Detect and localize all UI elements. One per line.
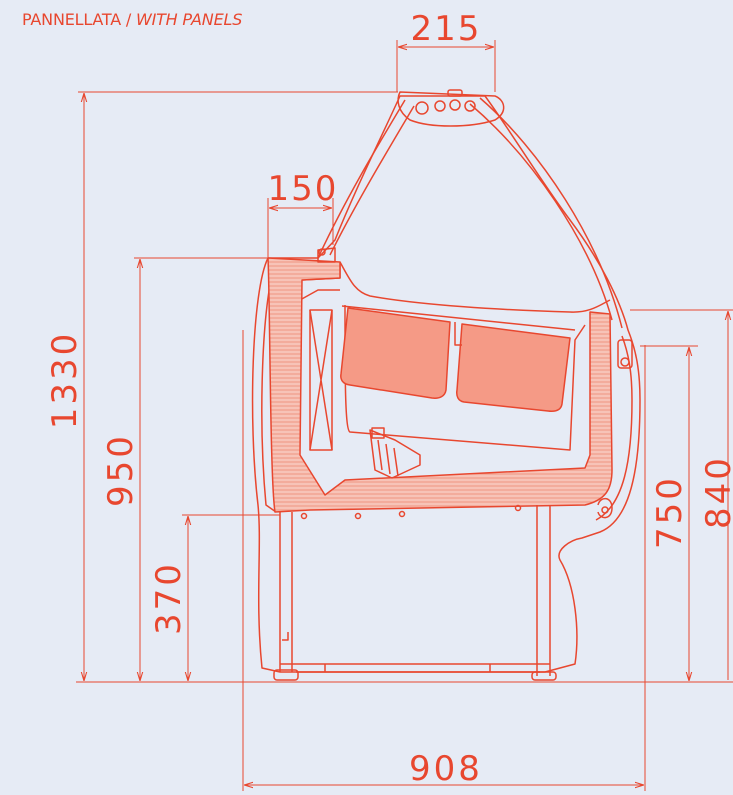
- label-side-height: 840: [699, 455, 733, 529]
- caption-english: WITH PANELS: [135, 10, 243, 29]
- front-glass: [317, 99, 415, 259]
- case-outer-panel: [251, 95, 641, 673]
- dimension-rear-height: [640, 345, 698, 680]
- dimension-side-height: [630, 309, 733, 680]
- evaporator: [309, 309, 333, 451]
- rear-fitting: [597, 339, 633, 519]
- dimension-counter-height: [134, 257, 268, 680]
- label-rear-height: 750: [650, 475, 690, 549]
- caption-italian: PANNELLATA: [22, 10, 121, 29]
- drawing-caption: PANNELLATA / WITH PANELS: [22, 10, 242, 29]
- caption-separator: /: [121, 10, 136, 29]
- label-canopy-width: 150: [268, 169, 339, 209]
- canopy-header: [397, 91, 505, 127]
- dimension-total-height: [78, 91, 398, 680]
- dimension-total-depth: [242, 330, 646, 791]
- dimension-top-width: [396, 40, 496, 92]
- label-total-height: 1330: [45, 331, 85, 430]
- label-counter-height: 950: [101, 433, 141, 507]
- compressor-unit: [369, 427, 421, 479]
- label-top-width: 215: [411, 9, 482, 49]
- base-frame: [273, 505, 557, 681]
- insulated-well: [267, 257, 613, 513]
- ice-cream-pan-front: [340, 307, 451, 399]
- curved-glass: [469, 97, 623, 329]
- label-base-height: 370: [149, 561, 189, 635]
- dimension-canopy-width: [267, 198, 334, 258]
- dimension-base-height: [182, 514, 280, 680]
- label-total-depth: 908: [409, 749, 483, 789]
- ice-cream-pan-rear: [456, 323, 571, 412]
